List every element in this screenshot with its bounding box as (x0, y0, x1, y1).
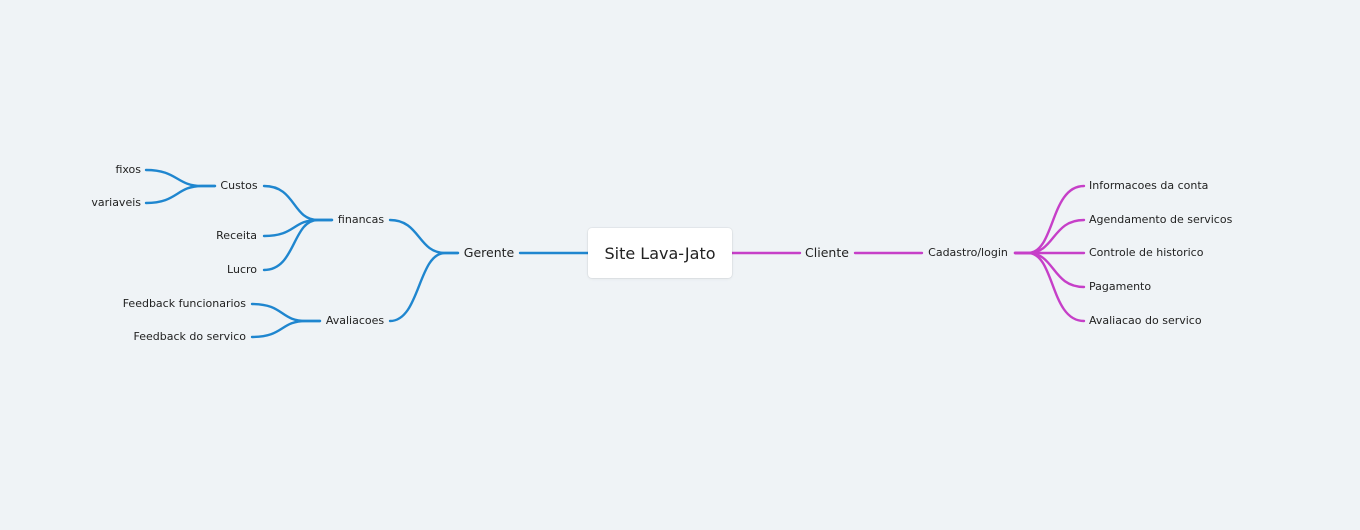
edge-financas-custos (262, 184, 334, 222)
node-feedback-funcionarios[interactable]: Feedback funcionarios (122, 297, 246, 310)
node-cadastro-login[interactable]: Cadastro/login (928, 246, 1008, 259)
node-informacoes-conta[interactable]: Informacoes da conta (1089, 179, 1209, 192)
root-node-label: Site Lava-Jato (604, 243, 716, 263)
node-cliente[interactable]: Cliente (805, 245, 849, 260)
node-pagamento[interactable]: Pagamento (1089, 280, 1152, 293)
node-financas[interactable]: financas (337, 213, 385, 226)
node-avaliacoes[interactable]: Avaliacoes (325, 314, 385, 327)
edge-custos-variaveis (144, 184, 217, 205)
edge-avaliacoes-funcionarios (250, 302, 322, 323)
edge-custos-fixos (144, 168, 217, 188)
edge-cadastro-avaliacao (1013, 251, 1086, 323)
node-gerente[interactable]: Gerente (463, 245, 515, 260)
node-agendamento-servicos[interactable]: Agendamento de servicos (1089, 213, 1233, 226)
edge-gerente-financas (388, 218, 460, 255)
node-receita[interactable]: Receita (216, 229, 257, 242)
root-node[interactable]: Site Lava-Jato (588, 228, 732, 278)
node-variaveis[interactable]: variaveis (91, 196, 141, 209)
node-feedback-servico[interactable]: Feedback do servico (133, 330, 246, 343)
node-controle-historico[interactable]: Controle de historico (1089, 246, 1204, 259)
node-lucro[interactable]: Lucro (227, 263, 257, 276)
node-custos[interactable]: Custos (220, 179, 258, 192)
edge-gerente-avaliacoes (388, 251, 460, 323)
node-avaliacao-servico[interactable]: Avaliacao do servico (1089, 314, 1202, 327)
node-fixos[interactable]: fixos (115, 163, 141, 176)
edge-cadastro-agendamento (1013, 218, 1086, 255)
edge-avaliacoes-servico (250, 319, 322, 339)
edge-financas-lucro (262, 218, 334, 272)
edge-cadastro-pagamento (1013, 251, 1086, 289)
